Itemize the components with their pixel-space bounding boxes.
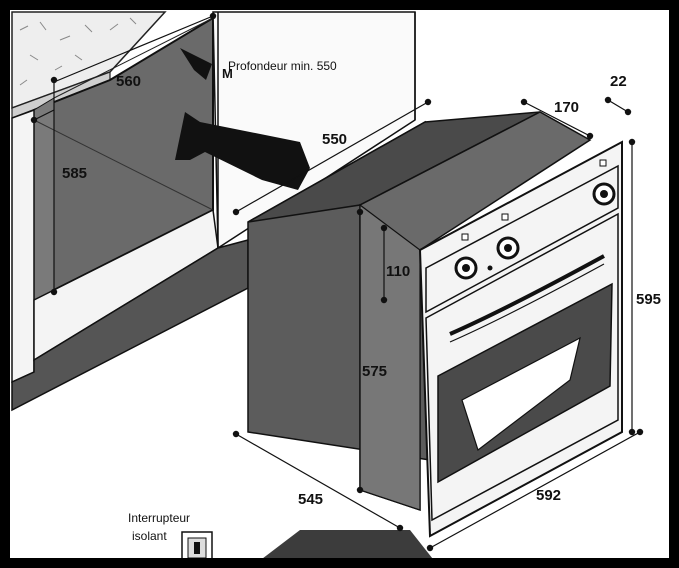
indicator-light-icon <box>487 265 493 271</box>
large-arrow-icon <box>175 112 310 190</box>
depth-note: Profondeur min. 550 <box>228 59 337 73</box>
dimension-dots <box>30 12 644 552</box>
window-glass-highlight <box>461 336 581 451</box>
knob-middle-icon <box>496 236 520 260</box>
knob-right-icon <box>592 182 616 206</box>
dim-label-side-width: 545 <box>298 491 323 508</box>
label-m: M <box>222 66 233 81</box>
dim-label-front-height: 595 <box>636 291 661 308</box>
dim-label-clearance: 22 <box>610 73 627 90</box>
cabinet-left-panel <box>11 108 35 384</box>
countertop-speckle <box>19 17 137 86</box>
dim-label-front-width: 592 <box>536 487 561 504</box>
plinth <box>11 239 249 412</box>
small-arrow-icon <box>180 48 212 80</box>
dim-label-niche-height: 585 <box>62 165 87 182</box>
knob-left-icon <box>454 256 478 280</box>
dim-label-back: 170 <box>554 99 579 116</box>
dim-label-depth: 550 <box>322 131 347 148</box>
dimension-lines <box>33 15 641 549</box>
dim-label-body-height: 575 <box>362 363 387 380</box>
dim-label-control: 110 <box>386 263 410 280</box>
switch-label-line2: isolant <box>132 529 167 543</box>
door-handle <box>449 254 605 336</box>
dim-label-niche-width: 560 <box>116 73 141 90</box>
switch-label-line1: Interrupteur <box>128 511 190 525</box>
